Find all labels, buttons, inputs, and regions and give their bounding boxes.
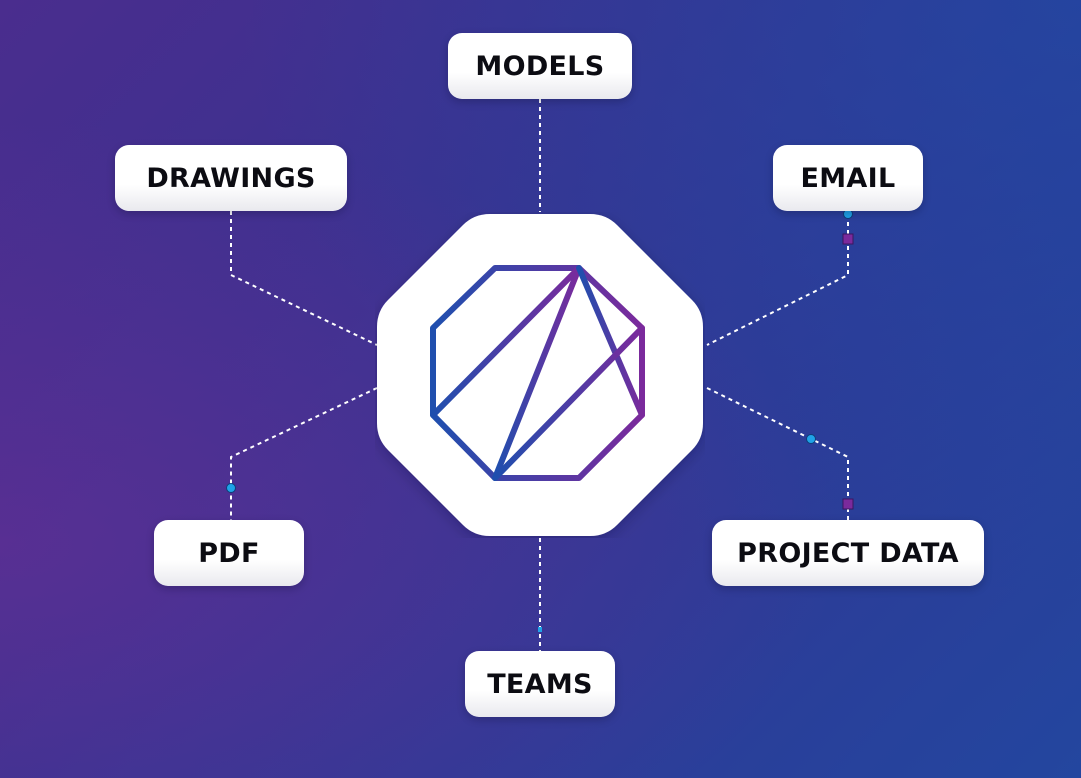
hub: [377, 214, 703, 536]
node-project-data: PROJECT DATA: [712, 520, 984, 586]
marker-dot-project-data: [806, 434, 816, 444]
connector-pdf: [230, 387, 378, 520]
connector-email: [706, 214, 849, 346]
marker-small-teams: [538, 627, 542, 632]
connector-project-data: [706, 387, 849, 520]
node-teams: TEAMS: [465, 651, 615, 717]
octagon-logo-icon: [430, 265, 645, 481]
node-pdf: PDF: [154, 520, 304, 586]
marker-square-project-data: [842, 498, 854, 510]
marker-square-email: [842, 233, 854, 245]
connector-drawings: [230, 211, 378, 346]
node-drawings: DRAWINGS: [115, 145, 347, 211]
node-models: MODELS: [448, 33, 632, 99]
marker-dot-pdf: [226, 483, 236, 493]
node-email: EMAIL: [773, 145, 923, 211]
hub-octagon: [377, 214, 703, 536]
